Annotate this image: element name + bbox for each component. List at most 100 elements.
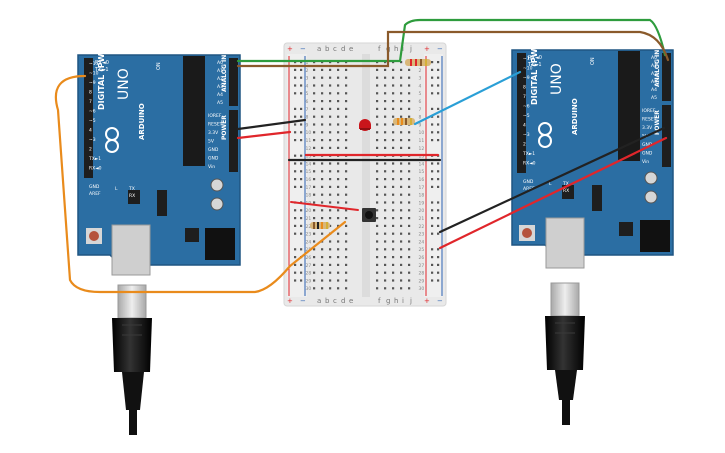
breadboard-hole[interactable] xyxy=(337,271,340,274)
breadboard-hole[interactable] xyxy=(408,170,411,173)
breadboard-hole[interactable] xyxy=(321,162,324,165)
breadboard-hole[interactable] xyxy=(400,92,403,95)
left-usb-port[interactable] xyxy=(111,224,151,276)
rail-hole[interactable] xyxy=(294,256,297,259)
rail-hole[interactable] xyxy=(431,185,434,188)
breadboard-hole[interactable] xyxy=(345,178,348,181)
rail-hole[interactable] xyxy=(431,263,434,266)
breadboard-hole[interactable] xyxy=(400,107,403,110)
rail-hole[interactable] xyxy=(431,271,434,274)
left-reset-button[interactable] xyxy=(89,231,99,241)
breadboard-hole[interactable] xyxy=(384,217,387,220)
rail-hole[interactable] xyxy=(294,131,297,134)
breadboard-hole[interactable] xyxy=(329,139,332,142)
rail-hole[interactable] xyxy=(431,248,434,251)
right-digital-header[interactable] xyxy=(517,53,526,173)
breadboard-hole[interactable] xyxy=(400,131,403,134)
breadboard-hole[interactable] xyxy=(400,162,403,165)
breadboard-hole[interactable] xyxy=(345,217,348,220)
breadboard-hole[interactable] xyxy=(400,201,403,204)
breadboard-hole[interactable] xyxy=(321,131,324,134)
rail-hole[interactable] xyxy=(294,248,297,251)
breadboard-hole[interactable] xyxy=(337,201,340,204)
breadboard-hole[interactable] xyxy=(376,232,379,235)
rail-hole[interactable] xyxy=(431,139,434,142)
rail-hole[interactable] xyxy=(431,209,434,212)
breadboard-hole[interactable] xyxy=(408,146,411,149)
resistor-led[interactable] xyxy=(393,118,415,125)
rail-hole[interactable] xyxy=(294,84,297,87)
rail-hole[interactable] xyxy=(294,263,297,266)
breadboard-hole[interactable] xyxy=(376,92,379,95)
rail-hole[interactable] xyxy=(300,68,303,71)
breadboard-hole[interactable] xyxy=(345,193,348,196)
breadboard-hole[interactable] xyxy=(313,185,316,188)
rail-hole[interactable] xyxy=(300,263,303,266)
breadboard-hole[interactable] xyxy=(345,84,348,87)
rail-hole[interactable] xyxy=(431,232,434,235)
breadboard-hole[interactable] xyxy=(376,256,379,259)
resistor-button[interactable] xyxy=(310,222,330,229)
breadboard-hole[interactable] xyxy=(384,240,387,243)
rail-hole[interactable] xyxy=(431,68,434,71)
breadboard-hole[interactable] xyxy=(384,287,387,290)
breadboard-hole[interactable] xyxy=(345,100,348,103)
rail-hole[interactable] xyxy=(294,123,297,126)
breadboard-hole[interactable] xyxy=(329,162,332,165)
breadboard-hole[interactable] xyxy=(337,68,340,71)
breadboard-hole[interactable] xyxy=(392,76,395,79)
breadboard-hole[interactable] xyxy=(345,115,348,118)
rail-hole[interactable] xyxy=(437,263,440,266)
breadboard-hole[interactable] xyxy=(392,84,395,87)
breadboard-hole[interactable] xyxy=(400,279,403,282)
breadboard-hole[interactable] xyxy=(408,68,411,71)
left-analog-header[interactable] xyxy=(229,58,238,106)
breadboard-hole[interactable] xyxy=(400,271,403,274)
breadboard-hole[interactable] xyxy=(400,232,403,235)
breadboard-hole[interactable] xyxy=(376,107,379,110)
breadboard-hole[interactable] xyxy=(313,240,316,243)
breadboard-hole[interactable] xyxy=(313,256,316,259)
breadboard-hole[interactable] xyxy=(321,170,324,173)
breadboard-hole[interactable] xyxy=(345,123,348,126)
breadboard-hole[interactable] xyxy=(337,185,340,188)
breadboard-hole[interactable] xyxy=(313,201,316,204)
left-power-header[interactable] xyxy=(229,110,238,172)
breadboard-hole[interactable] xyxy=(384,146,387,149)
breadboard-hole[interactable] xyxy=(321,100,324,103)
breadboard-hole[interactable] xyxy=(376,84,379,87)
breadboard-hole[interactable] xyxy=(408,100,411,103)
breadboard-hole[interactable] xyxy=(313,271,316,274)
breadboard-hole[interactable] xyxy=(345,263,348,266)
breadboard-hole[interactable] xyxy=(384,76,387,79)
breadboard-hole[interactable] xyxy=(408,139,411,142)
breadboard-hole[interactable] xyxy=(313,107,316,110)
rail-hole[interactable] xyxy=(294,279,297,282)
rail-hole[interactable] xyxy=(300,248,303,251)
breadboard-hole[interactable] xyxy=(376,162,379,165)
breadboard-hole[interactable] xyxy=(337,123,340,126)
breadboard-hole[interactable] xyxy=(408,232,411,235)
breadboard-hole[interactable] xyxy=(321,256,324,259)
rail-hole[interactable] xyxy=(300,170,303,173)
breadboard-hole[interactable] xyxy=(337,248,340,251)
rail-hole[interactable] xyxy=(431,256,434,259)
breadboard-hole[interactable] xyxy=(400,263,403,266)
breadboard-hole[interactable] xyxy=(392,68,395,71)
breadboard-hole[interactable] xyxy=(392,170,395,173)
breadboard-hole[interactable] xyxy=(400,185,403,188)
breadboard-hole[interactable] xyxy=(400,68,403,71)
breadboard-hole[interactable] xyxy=(329,279,332,282)
breadboard-hole[interactable] xyxy=(313,279,316,282)
breadboard-hole[interactable] xyxy=(384,131,387,134)
breadboard-hole[interactable] xyxy=(376,170,379,173)
rail-hole[interactable] xyxy=(300,271,303,274)
breadboard-hole[interactable] xyxy=(400,139,403,142)
breadboard-hole[interactable] xyxy=(392,100,395,103)
breadboard-hole[interactable] xyxy=(384,256,387,259)
breadboard-hole[interactable] xyxy=(408,193,411,196)
breadboard-hole[interactable] xyxy=(321,115,324,118)
breadboard-hole[interactable] xyxy=(329,263,332,266)
breadboard-hole[interactable] xyxy=(321,185,324,188)
breadboard-hole[interactable] xyxy=(392,107,395,110)
